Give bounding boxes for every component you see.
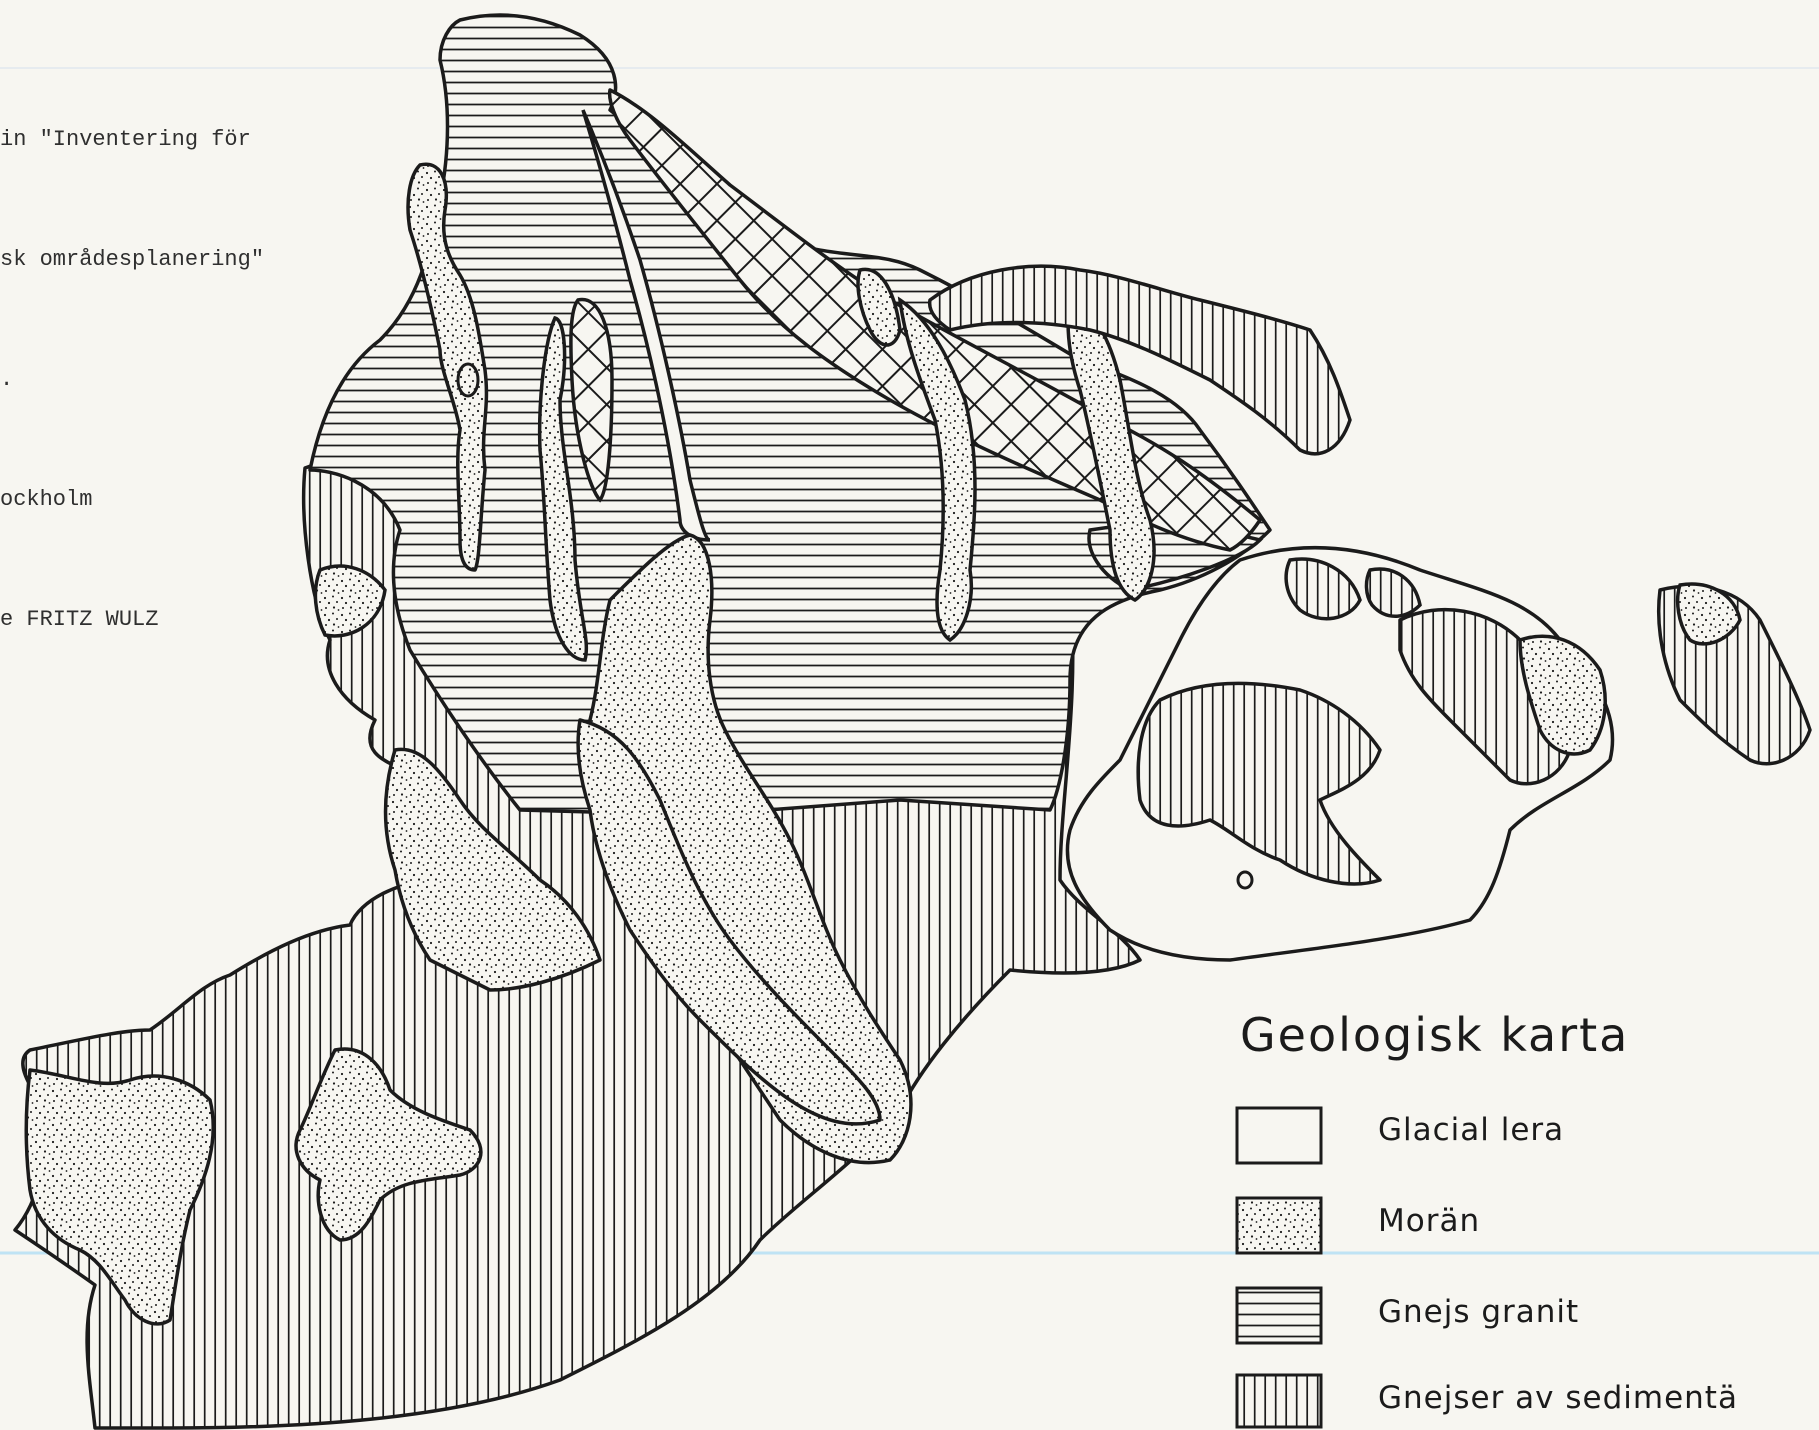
note-line-4: ockholm: [0, 487, 93, 512]
legend-swatch-glacial-lera: [1235, 1106, 1323, 1165]
region-moran-south-ribbon: [576, 718, 882, 1126]
typed-source-note: in "Inventering för sk områdesplanering"…: [0, 40, 300, 680]
region-glacial-lera-channel: [581, 109, 711, 542]
note-line-2: sk områdesplanering": [0, 247, 265, 272]
region-moran-ne-2: [1066, 297, 1156, 603]
region-gnejser-east-island: [1136, 681, 1382, 886]
legend-title: Geologisk karta: [1240, 1008, 1630, 1062]
region-moran-ne-1: [897, 296, 977, 643]
region-gnejser-islet-2: [1364, 567, 1422, 618]
region-moran-far-sw: [24, 1068, 215, 1326]
lake-outline-nw: [456, 362, 480, 398]
region-moran-west-patch: [313, 564, 387, 638]
lake-outline: [1236, 870, 1254, 890]
region-moran-southwest: [383, 747, 602, 992]
region-crosshatch-lens: [569, 297, 614, 503]
legend-label-gnejser: Gnejser av sedimentä: [1378, 1380, 1738, 1416]
note-line-3: .: [0, 367, 14, 392]
legend-swatch-gnejs-granit: [1235, 1286, 1323, 1345]
legend-label-gnejs-granit: Gnejs granit: [1378, 1294, 1580, 1330]
legend-label-moran: Morän: [1378, 1203, 1481, 1239]
region-moran-south-cross: [294, 1047, 483, 1242]
region-gnejser-islet-1: [1284, 557, 1362, 621]
region-moran-ribbon-1: [537, 316, 589, 662]
note-line-1: in "Inventering för: [0, 127, 251, 152]
region-moran-east-archipelago: [1518, 634, 1607, 756]
legend-label-glacial-lera: Glacial lera: [1378, 1112, 1565, 1148]
region-moran-far-east: [1676, 582, 1742, 646]
region-gnejser-ne: [927, 264, 1352, 456]
legend-swatch-gnejser: [1235, 1373, 1323, 1429]
region-moran-nw: [406, 162, 489, 572]
region-moran-ne-3: [856, 267, 902, 347]
legend-swatch-moran: [1235, 1196, 1323, 1255]
region-gnejser-east-archipelago: [1398, 607, 1572, 786]
note-line-5: e FRITZ WULZ: [0, 607, 159, 632]
